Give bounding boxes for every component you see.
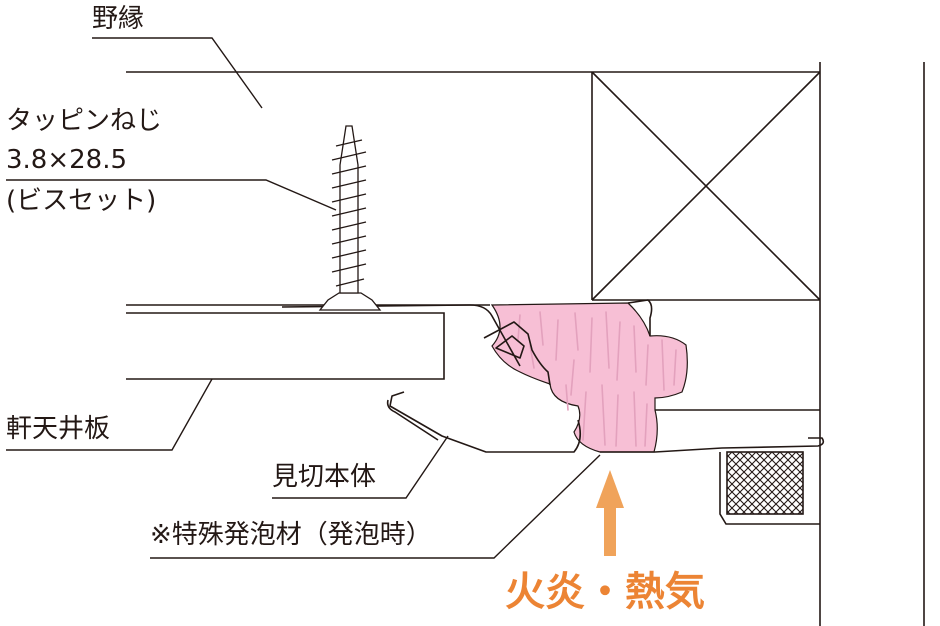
label-fire-heat: 火炎・熱気 [505, 569, 705, 615]
label-roof-board: 野縁 [92, 4, 145, 34]
foam-fill [490, 302, 688, 453]
leader-roof-board [92, 37, 263, 109]
soffit-board [126, 304, 490, 380]
fire-arrow-shaft [604, 506, 616, 556]
leader-soffit-board [6, 378, 213, 451]
leader-trim-body [272, 435, 449, 499]
tapping-screw [318, 125, 382, 311]
leader-screw [6, 179, 337, 211]
trim-hook-inner [495, 335, 525, 359]
screw-threads [331, 139, 367, 287]
gasket-hatch [726, 451, 804, 515]
label-screw-name: タッピンねじ [6, 106, 163, 136]
screw-head [318, 292, 382, 311]
foam-texture [517, 311, 677, 447]
trim-upper-channel [627, 299, 653, 336]
gasket-block [719, 451, 820, 525]
label-soffit-board: 軒天井板 [6, 414, 111, 444]
furring-diagonal-b [591, 71, 821, 301]
trim-lower-return [386, 399, 439, 441]
label-screw-size: 3.8×28.5 [6, 145, 128, 175]
trim-bottom-flange [600, 437, 825, 453]
foam-material [490, 302, 688, 453]
leader-lines [6, 37, 601, 559]
label-foam-material: ※特殊発泡材（発泡時） [150, 520, 432, 550]
fire-heat-arrow [596, 470, 624, 556]
trim-body [281, 299, 825, 453]
soffit-board-outline [126, 312, 445, 380]
gasket-holder [719, 452, 820, 525]
trim-hook-arm [483, 321, 551, 386]
screw-shank [339, 125, 359, 294]
label-screw-set: (ビスセット) [6, 186, 157, 216]
structural-frame [126, 62, 925, 626]
fire-arrow-head [596, 470, 624, 508]
leader-foam [150, 454, 601, 559]
label-trim-body: 見切本体 [272, 462, 377, 492]
trim-top-flange [281, 304, 521, 367]
trim-lower-body [389, 391, 582, 453]
